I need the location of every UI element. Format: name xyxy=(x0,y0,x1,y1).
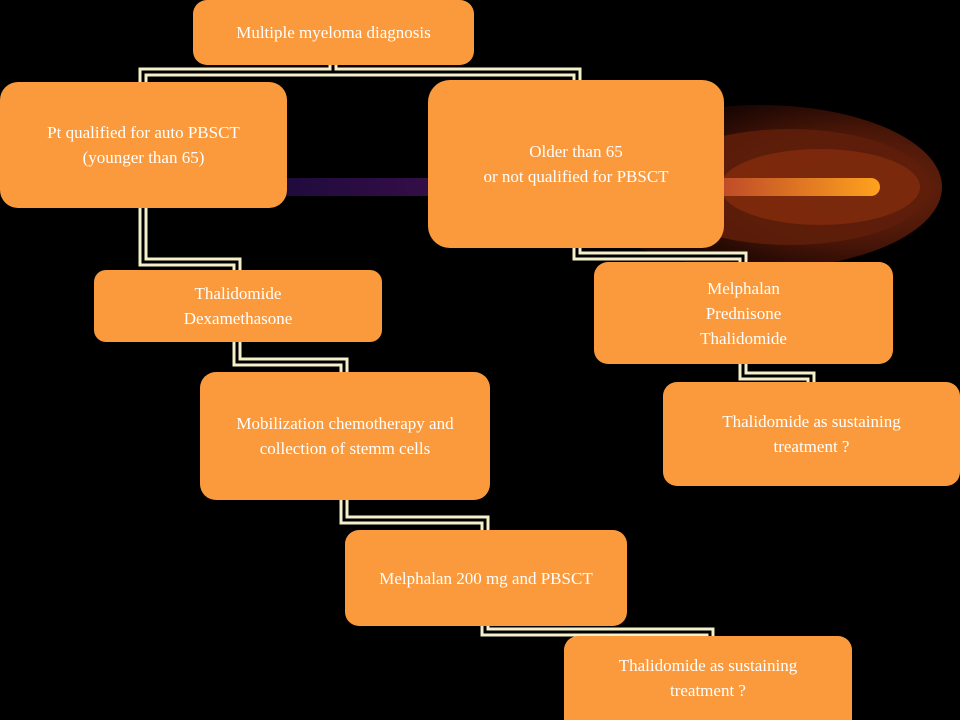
node-older-65-label: Older than 65 or not qualified for PBSCT xyxy=(483,142,669,186)
node-diagnosis: Multiple myeloma diagnosis xyxy=(193,0,474,65)
node-older-65: Older than 65 or not qualified for PBSCT xyxy=(428,80,724,248)
node-melphalan-200-label: Melphalan 200 mg and PBSCT xyxy=(379,568,593,588)
node-thalidomide-dexamethasone-label: Thalidomide Dexamethasone xyxy=(183,284,293,328)
node-melphalan-200: Melphalan 200 mg and PBSCT xyxy=(345,530,627,626)
node-diagnosis-label: Multiple myeloma diagnosis xyxy=(236,23,431,42)
node-mobilization: Mobilization chemotherapy and collection… xyxy=(200,372,490,500)
node-mpt-label: Melphalan Prednisone Thalidomide xyxy=(700,278,787,348)
node-auto-pbsct-label: Pt qualified for auto PBSCT (younger tha… xyxy=(47,123,240,167)
node-sustain-right: Thalidomide as sustaining treatment ? xyxy=(663,382,960,486)
node-thalidomide-dexamethasone: Thalidomide Dexamethasone xyxy=(94,270,382,342)
node-sustain-right-label: Thalidomide as sustaining treatment ? xyxy=(722,412,901,456)
node-auto-pbsct: Pt qualified for auto PBSCT (younger tha… xyxy=(0,82,287,208)
node-mpt: Melphalan Prednisone Thalidomide xyxy=(594,262,893,364)
node-mobilization-label: Mobilization chemotherapy and collection… xyxy=(236,414,454,458)
node-sustain-left-label: Thalidomide as sustaining treatment ? xyxy=(618,656,798,700)
node-sustain-left: Thalidomide as sustaining treatment ? xyxy=(564,636,852,720)
